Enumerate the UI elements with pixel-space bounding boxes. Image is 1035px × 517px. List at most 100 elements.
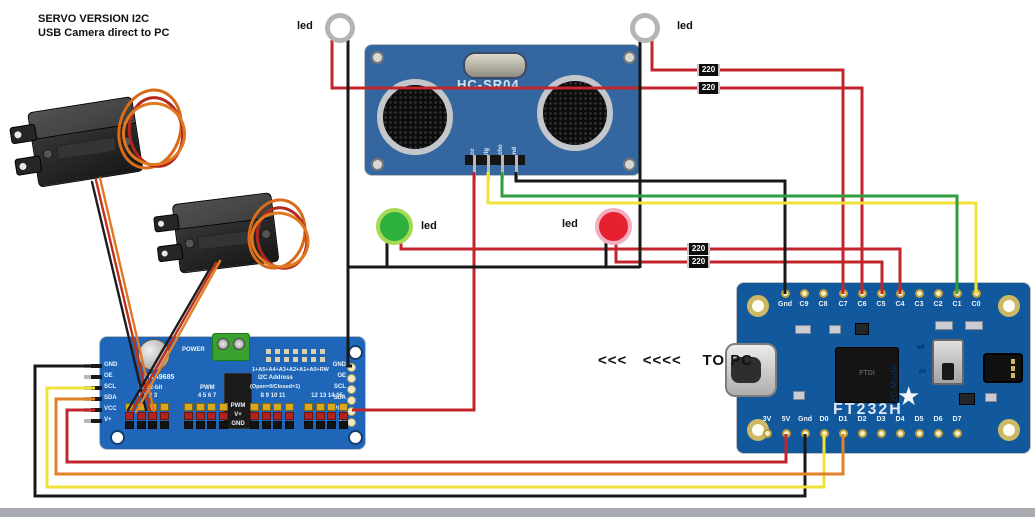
hcsr04-label: HC-SR04 [457,77,520,92]
led-top-left [325,13,355,43]
ft-pin-d0: D0 [819,416,829,423]
servo-header-12-15 [304,403,348,411]
led-top-right [630,13,660,43]
ft-pin-5v: 5V [781,416,791,423]
resistor-220-c4: 220 [687,243,710,255]
wire-led-topright-to-c7 [650,40,845,294]
mounting-hole [348,430,363,445]
wire-trig-to-c0 [486,172,978,294]
ultrasonic-transducer-left [377,79,453,155]
pca9685-silk2: 16 12-bit [138,385,163,391]
led-top-left-label: led [297,20,313,32]
wire-hcsr04-vcc-to-pca-vcc [352,172,476,412]
ft-pin-c6: C6 [857,301,867,308]
to-pc-annotation: <<< <<<< TO PC [598,352,754,369]
ft-pin-c5: C5 [876,301,886,308]
i2c-address-label: I2C Address [258,375,293,381]
ft-pin-d4: D4 [895,416,905,423]
row-label-vplus: V+ [234,412,242,418]
pca-left-oe: OE [104,373,113,379]
i2c-mode-switch [932,339,964,385]
pca-left-pin [84,364,102,368]
channels-8-11: 8 9 10 11 [260,393,286,399]
mounting-hole [998,419,1020,441]
screw-hole [623,158,636,171]
ft-pin-d6: D6 [933,416,943,423]
switch-knob [942,363,954,380]
adafruit-star-logo: ★ [897,381,921,411]
ft-pin-gnd-top: Gnd [778,301,792,308]
ft-pin-d5: D5 [914,416,924,423]
i2c-address-note: (Open=0/Closed=1) [250,384,301,390]
ultrasonic-transducer-right [537,75,613,151]
smd-component [855,323,869,335]
led-red-label: led [562,218,578,230]
channels-0-3: 0 1 2 3 [138,393,158,399]
ft232h-board: Gnd C9 C8 C7 C6 C5 C4 C3 C2 C1 C0 3V 5V … [725,283,1030,453]
ft-pin-c1: C1 [952,301,962,308]
pwm-label: PWM [200,385,215,391]
hcsr04-board: HC-SR04 Vcc Trig Echo Gnd [365,45,640,179]
ft-pin-c9: C9 [799,301,809,308]
page-bottom-strip [0,508,1035,517]
pca9685-silk: PCA9685 [144,374,175,381]
wire-led-topleft-gnd [346,40,352,368]
pca-left-pin [84,375,102,379]
smd-component [793,391,805,400]
wire-hcsr04-gnd-to-ft-gnd [514,172,787,294]
pca-right-gnd: GND [332,362,346,368]
pca-left-pin [84,419,102,423]
resistor-220-c5: 220 [687,256,710,268]
channels-4-7: 4 5 6 7 [197,393,217,399]
screw-hole [623,51,636,64]
servo-header-0-3 [125,403,169,411]
smd-component [935,321,953,330]
switch-on-label: on [919,369,927,375]
pca-left-pin [84,397,102,401]
ft-pin-d7: D7 [952,416,962,423]
pca-left-vcc: VCC [104,406,117,412]
row-label-gnd: GND [231,421,245,427]
pca-right-scl: SCL [334,384,346,390]
pca-left-vplus: V+ [104,417,112,423]
pca-right-oe: OE [337,373,346,379]
ft-pin-d3: D3 [876,416,886,423]
pca-left-scl: SCL [104,384,116,390]
servo2-screw [184,237,196,249]
ft-pin-c8: C8 [818,301,828,308]
pca-left-gnd: GND [104,362,118,368]
servo2-flange [153,213,180,233]
pca-left-pin [84,408,102,412]
smd-component [959,393,975,405]
ft-pin-3v: 3V [762,416,772,423]
led-green-label: led [421,220,437,232]
row-label-pwm: PWM [230,403,246,409]
channels-12-15: 12 13 14 15 [311,393,343,399]
address-jumper-label: 1+A5+A4+A3+A2+A1+A0+RW [252,367,329,373]
ft-pin-c3: C3 [914,301,924,308]
ft-pin-gnd-bottom: Gnd [798,416,812,423]
smd-component [965,321,983,330]
ft-pin-c7: C7 [838,301,848,308]
electrolytic-capacitor [138,339,170,371]
led-green [376,208,413,245]
wire-echo-to-c1 [500,172,959,294]
mounting-hole [998,295,1020,317]
pca-left-sda: SDA [104,395,117,401]
led-red [595,208,632,245]
pca-left-pin [84,386,102,390]
servo1-screw [42,148,54,160]
power-terminal-block [212,333,250,361]
servo-header-4-7 [184,403,228,411]
smd-component [985,393,997,402]
ft-pin-c0: C0 [971,301,981,308]
diagram-title: SERVO VERSION I2C USB Camera direct to P… [38,12,169,41]
ftdi-chip-label: FTDI [859,370,875,377]
ft-pin-c2: C2 [933,301,943,308]
resistor-220-c6: 220 [697,82,720,94]
smd-component [795,325,811,334]
smd-component [829,325,841,334]
power-label: POWER [182,347,205,353]
ft232h-name-label: FT232H [833,401,903,418]
oscillator-can [463,52,527,79]
